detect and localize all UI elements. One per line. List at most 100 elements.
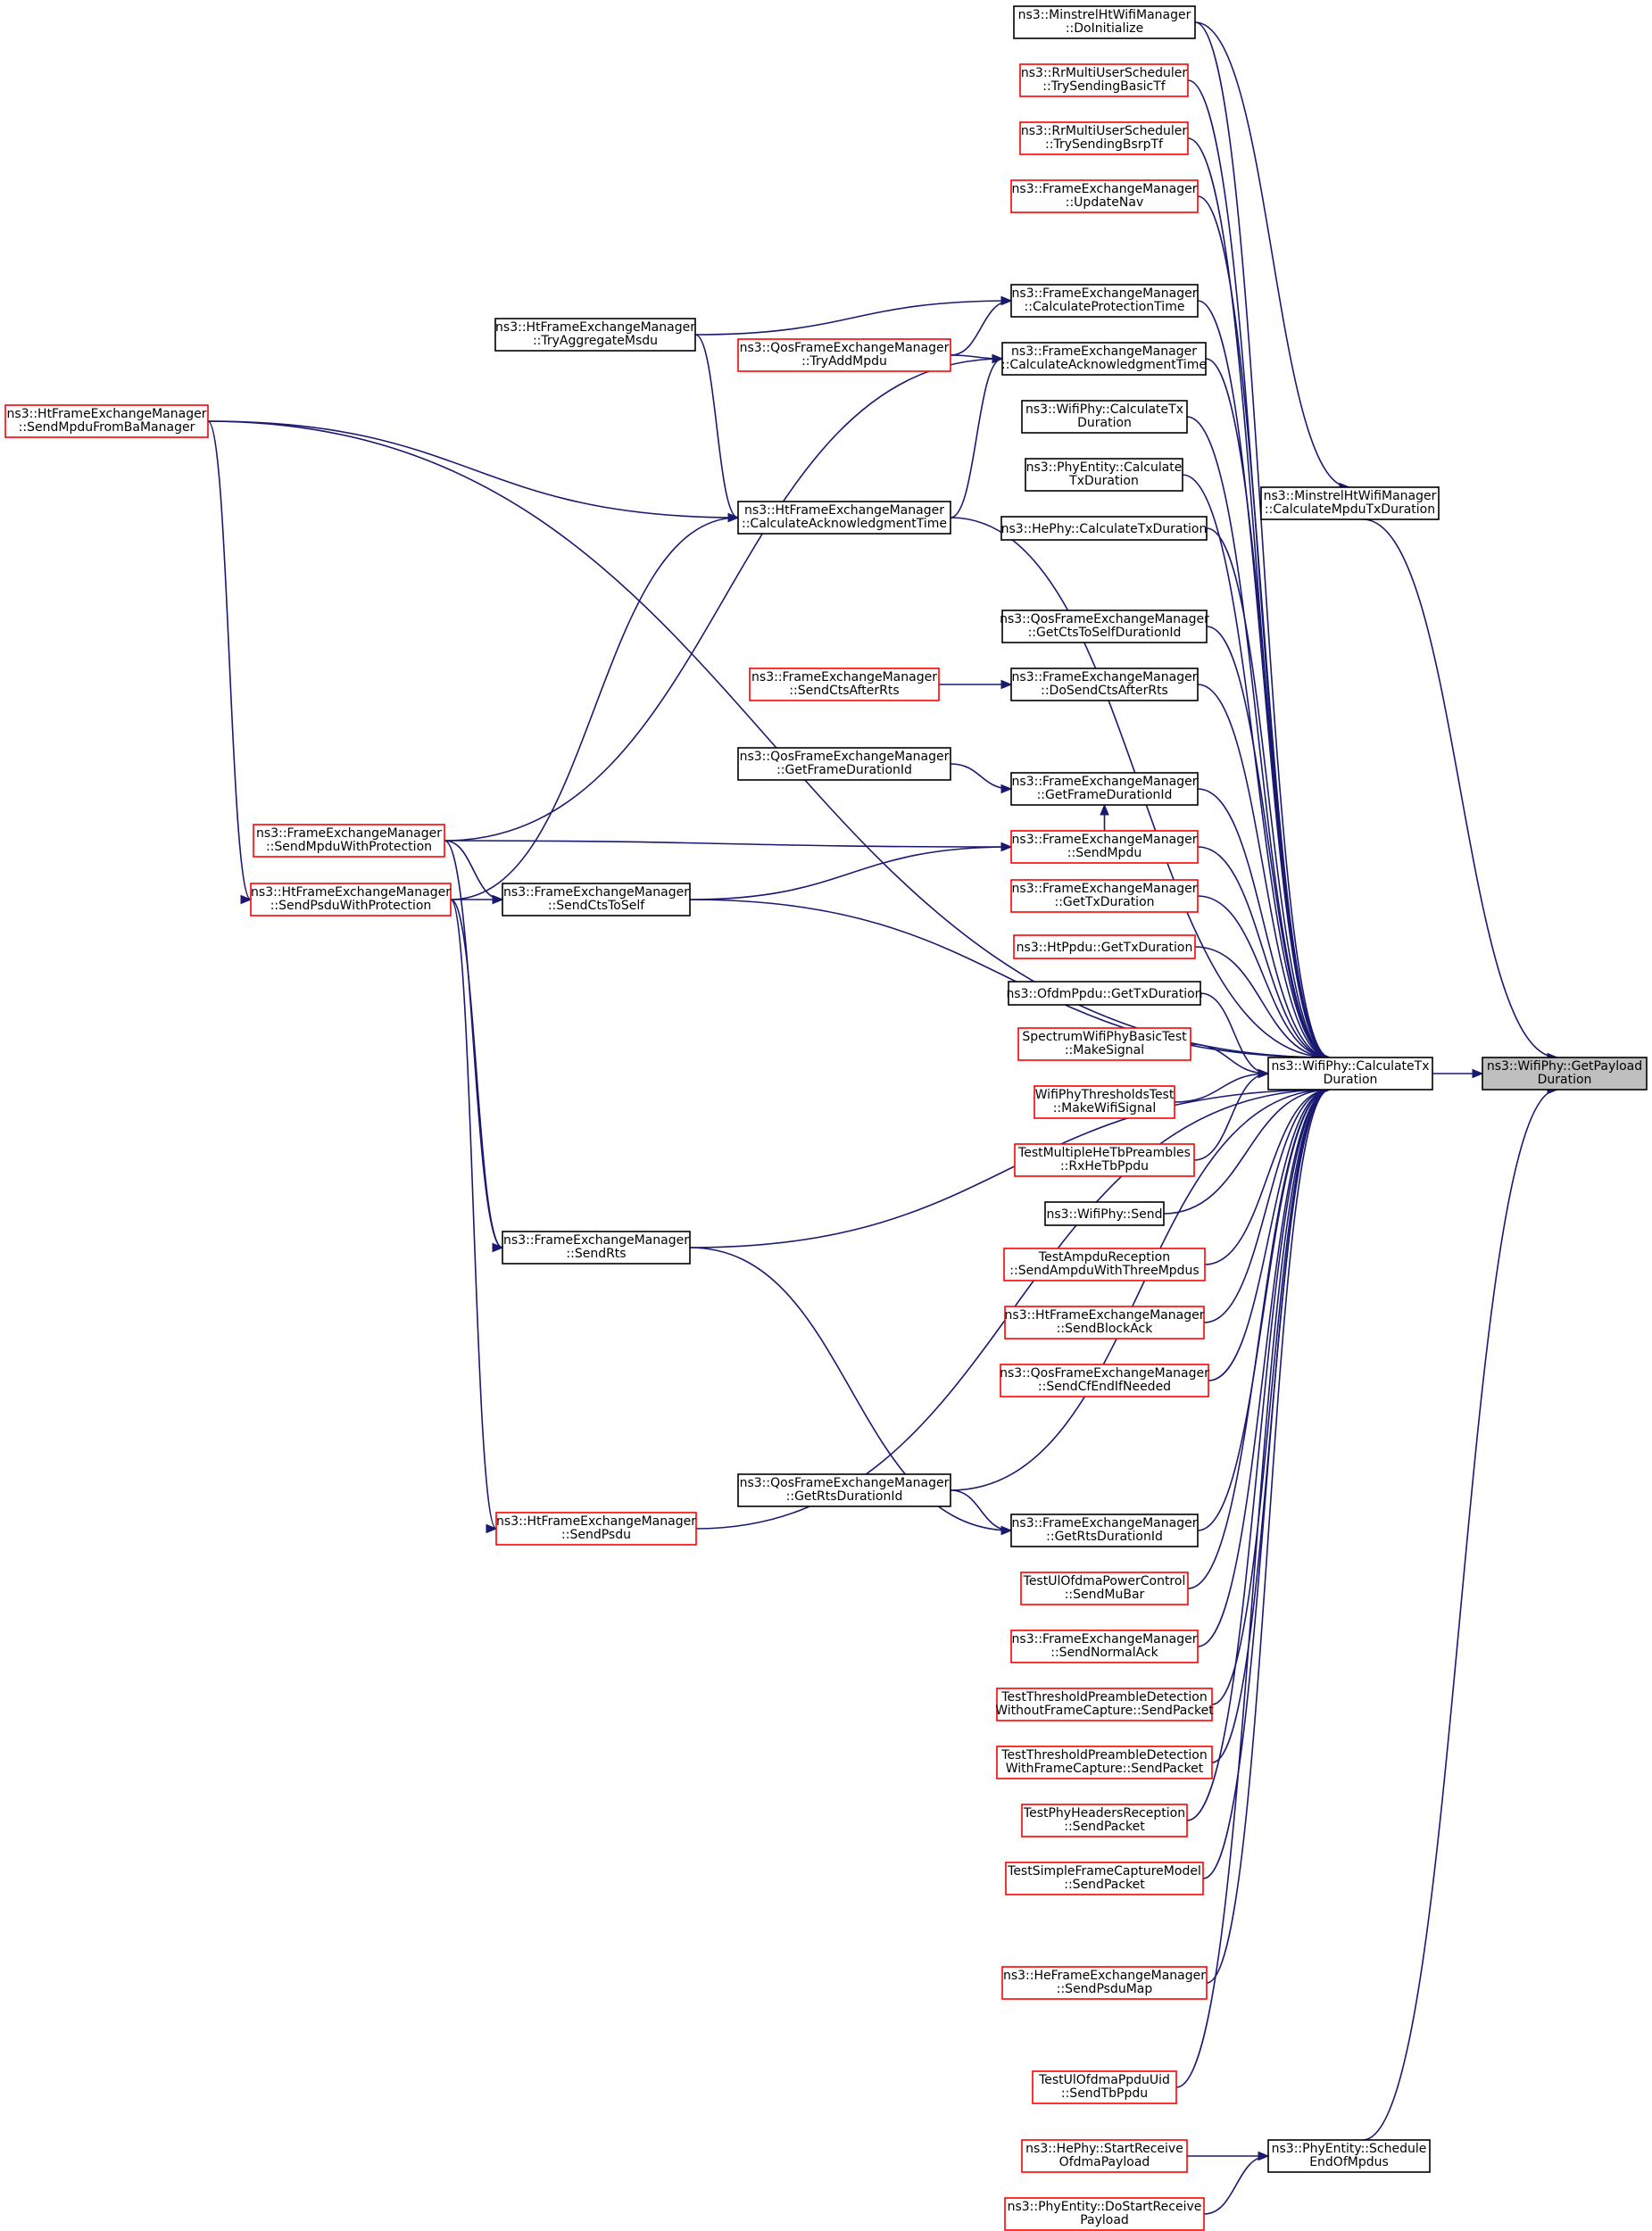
node-tpd_without[interactable]: TestThresholdPreambleDetectionWithoutFra… (995, 1688, 1214, 1721)
edge-qostryadd-to-calcprot (950, 295, 1013, 356)
node-multihetb[interactable]: TestMultipleHeTbPreambles::RxHeTbPpdu (1014, 1143, 1195, 1177)
node-minstrel_init[interactable]: ns3::MinstrelHtWifiManager::DoInitialize (1013, 5, 1196, 39)
node-dosendcts[interactable]: ns3::FrameExchangeManager::DoSendCtsAfte… (1010, 668, 1199, 701)
node-label: ::GetRtsDurationId (786, 1489, 903, 1504)
node-fem_calcack[interactable]: ns3::FrameExchangeManager::CalculateAckn… (1001, 342, 1207, 376)
node-ulpower[interactable]: TestUlOfdmaPowerControl::SendMuBar (1020, 1572, 1189, 1605)
node-box (1010, 179, 1199, 213)
node-sendmpduprot[interactable]: ns3::FrameExchangeManager::SendMpduWithP… (253, 824, 445, 858)
node-htblockack[interactable]: ns3::HtFrameExchangeManager::SendBlockAc… (1004, 1306, 1205, 1339)
node-qoscfend[interactable]: ns3::QosFrameExchangeManager::SendCfEndI… (1000, 1364, 1209, 1397)
node-ampdu[interactable]: TestAmpduReception::SendAmpduWithThreeMp… (1003, 1248, 1206, 1281)
node-label: ::SendBlockAck (1057, 1322, 1154, 1336)
node-rr_basic[interactable]: ns3::RrMultiUserScheduler::TrySendingBas… (1019, 63, 1189, 97)
node-htsendpsdu[interactable]: ns3::HtFrameExchangeManager::SendPsdu (495, 1512, 697, 1546)
node-label: ::SendAmpduWithThreeMpdus (1009, 1264, 1199, 1278)
node-label: ::SendPsduWithProtection (270, 899, 432, 913)
node-label: Payload (1080, 2213, 1129, 2227)
node-label: ::GetFrameDurationId (1037, 788, 1173, 802)
node-label: ns3::WifiPhy::Send (1046, 1207, 1162, 1222)
node-box (253, 824, 445, 858)
edge-line (1200, 992, 1269, 1074)
node-calcprot[interactable]: ns3::FrameExchangeManager::CalculateProt… (1010, 284, 1199, 318)
edge-line (950, 1089, 1331, 1491)
edge-line (450, 899, 503, 1248)
node-label: ::GetCtsToSelfDurationId (1028, 626, 1182, 640)
node-sendpsduprot[interactable]: ns3::HtFrameExchangeManager::SendPsduWit… (250, 883, 452, 916)
node-label: ::TrySendingBasicTf (1042, 79, 1166, 94)
edge-line (1197, 195, 1331, 1058)
node-qostryadd[interactable]: ns3::QosFrameExchangeManager::TryAddMpdu (737, 338, 951, 372)
node-normalack[interactable]: ns3::FrameExchangeManager::SendNormalAck (1010, 1630, 1199, 1663)
node-hepsdumap[interactable]: ns3::HeFrameExchangeManager::SendPsduMap (1001, 1966, 1208, 2000)
node-updnav[interactable]: ns3::FrameExchangeManager::UpdateNav (1010, 179, 1199, 213)
node-rr_bsrp[interactable]: ns3::RrMultiUserScheduler::TrySendingBsr… (1019, 121, 1189, 155)
node-box (1482, 1057, 1648, 1091)
node-ulppduuid[interactable]: TestUlOfdmaPpduUid::SendTbPpdu (1032, 2070, 1177, 2104)
node-box (1014, 1143, 1195, 1177)
node-box (1010, 284, 1199, 318)
node-phyhdr[interactable]: TestPhyHeadersReception::SendPacket (1021, 1804, 1188, 1837)
node-fem_getrts[interactable]: ns3::FrameExchangeManager::GetRtsDuratio… (1010, 1514, 1199, 1547)
node-label: ::CalculateMpduTxDuration (1265, 502, 1435, 517)
edge-sendmpdu-to-fem_getframe (1100, 803, 1109, 831)
arrowhead-icon (1258, 1068, 1270, 1079)
edge-line (1211, 1089, 1331, 1705)
node-label: ::GetFrameDurationId (776, 763, 912, 777)
edge-line (950, 1489, 1012, 1531)
edge-sched-to-getpayload (1362, 1084, 1559, 2141)
node-fem_getframe[interactable]: ns3::FrameExchangeManager::GetFrameDurat… (1010, 772, 1199, 806)
edge-tpd_without-to-calctx (1211, 1084, 1332, 1705)
node-box (1008, 981, 1201, 1006)
node-label: WithFrameCapture::SendPacket (1006, 1762, 1204, 1776)
node-htsendmpduba[interactable]: ns3::HtFrameExchangeManager::SendMpduFro… (4, 404, 209, 438)
node-label: TestSimpleFrameCaptureModel (1007, 1864, 1201, 1879)
edge-httryagg-to-htcalcack (694, 334, 740, 523)
node-ofdmppdu[interactable]: ns3::OfdmPpdu::GetTxDuration (1006, 981, 1203, 1006)
node-wp_calctx[interactable]: ns3::WifiPhy::CalculateTxDuration (1021, 400, 1188, 434)
node-spectrum[interactable]: SpectrumWifiPhyBasicTest::MakeSignal (1017, 1027, 1191, 1061)
node-label: ns3::QosFrameExchangeManager (740, 341, 950, 355)
node-simplecap[interactable]: TestSimpleFrameCaptureModel::SendPacket (1005, 1862, 1204, 1895)
node-sendrts[interactable]: ns3::FrameExchangeManager::SendRts (502, 1231, 691, 1265)
edge-line (1174, 1073, 1269, 1103)
node-label: ::RxHeTbPpdu (1060, 1159, 1149, 1174)
node-label: ns3::QosFrameExchangeManager (740, 1476, 950, 1490)
node-label: Duration (1324, 1073, 1378, 1087)
edge-sendmpduprot-to-sendmpdu (444, 840, 1013, 852)
node-qos_getrts[interactable]: ns3::QosFrameExchangeManager::GetRtsDura… (737, 1473, 951, 1507)
edge-ctstoself-to-calctx (689, 899, 1332, 1063)
node-sendmpdu[interactable]: ns3::FrameExchangeManager::SendMpdu (1010, 830, 1199, 864)
node-calctx[interactable]: ns3::WifiPhy::CalculateTxDuration (1267, 1057, 1433, 1091)
node-ctstoself[interactable]: ns3::FrameExchangeManager::SendCtsToSelf (502, 883, 691, 916)
arrowhead-icon (486, 1523, 498, 1534)
node-thresh[interactable]: WifiPhyThresholdsTest::MakeWifiSignal (1034, 1085, 1175, 1119)
node-box (1019, 121, 1189, 155)
node-htppdu[interactable]: ns3::HtPpdu::GetTxDuration (1013, 934, 1196, 959)
node-qos_getframe[interactable]: ns3::QosFrameExchangeManager::GetFrameDu… (737, 747, 951, 781)
node-pe_calctx[interactable]: ns3::PhyEntity::CalculateTxDuration (1025, 458, 1183, 492)
node-qos_cts[interactable]: ns3::QosFrameExchangeManager::GetCtsToSe… (1000, 610, 1209, 643)
node-femsendcts[interactable]: ns3::FrameExchangeManager::SendCtsAfterR… (749, 668, 940, 701)
node-label: ns3::PhyEntity::DoStartReceive (1008, 2200, 1202, 2214)
node-he_calctx[interactable]: ns3::HePhy::CalculateTxDuration (1000, 516, 1208, 541)
edge-line (1197, 846, 1331, 1058)
edge-line (1206, 626, 1331, 1058)
arrowhead-icon (1000, 842, 1013, 852)
arrowhead-icon (1000, 679, 1013, 690)
node-httryagg[interactable]: ns3::HtFrameExchangeManager::TryAggregat… (494, 318, 696, 352)
node-label: SpectrumWifiPhyBasicTest (1022, 1030, 1187, 1044)
node-tpd_with[interactable]: TestThresholdPreambleDetectionWithFrameC… (996, 1746, 1213, 1779)
node-minstrel_calc[interactable]: ns3::MinstrelHtWifiManager::CalculateMpd… (1260, 486, 1440, 520)
node-box (1000, 1364, 1209, 1397)
node-fem_gettx[interactable]: ns3::FrameExchangeManager::GetTxDuration (1010, 879, 1199, 913)
node-wpsend[interactable]: ns3::WifiPhy::Send (1044, 1201, 1165, 1226)
node-htcalcack[interactable]: ns3::HtFrameExchangeManager::CalculateAc… (737, 501, 951, 535)
node-label: WithoutFrameCapture::SendPacket (995, 1704, 1214, 1718)
node-label: ns3::RrMultiUserScheduler (1021, 66, 1187, 80)
node-label: ns3::FrameExchangeManager (1012, 1632, 1198, 1646)
